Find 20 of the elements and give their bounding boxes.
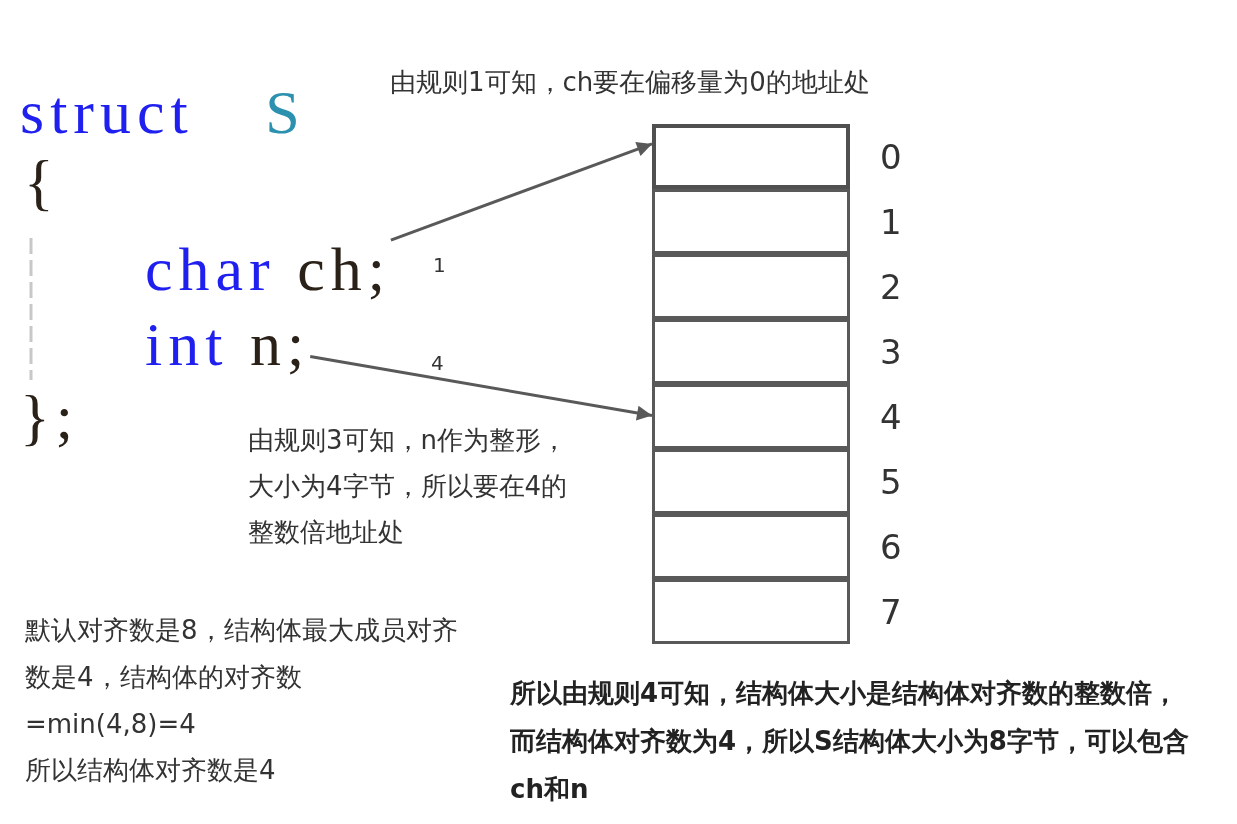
annotation-text: 由规则3可知，n作为整形，大小为4字节，所以要在4的整数倍地址处 [248,424,569,549]
code-line: { [24,151,60,213]
annotation-text: 默认对齐数是8，结构体最大成员对齐数是4，结构体的对齐数=min(4,8)=4 [25,614,459,741]
arrow [309,355,653,421]
code-line: int n; [145,313,311,375]
conclusion-text: 所以由规则4可知，结构体大小是结构体对齐数的整数倍，而结构体对齐数为4，所以S结构体大小为8字节，可以包含ch和n [510,677,1190,806]
code-line: }; [20,386,79,448]
annotation-text: 由规则1可知，ch要在偏移量为0的地址处 [390,66,871,99]
code-line: struct S [20,81,306,143]
code-line: char ch; [145,238,391,300]
address-number: 6 [880,526,902,567]
address-number: 2 [880,266,902,307]
address-number: 0 [880,136,902,177]
address-number: 3 [880,331,902,372]
address-number: 4 [880,396,902,437]
arrow [390,142,653,242]
address-number: 1 [880,201,902,242]
address-number: 5 [880,461,902,502]
address-number: 7 [880,591,902,632]
annotation-text: 所以结构体对齐数是4 [25,754,277,787]
